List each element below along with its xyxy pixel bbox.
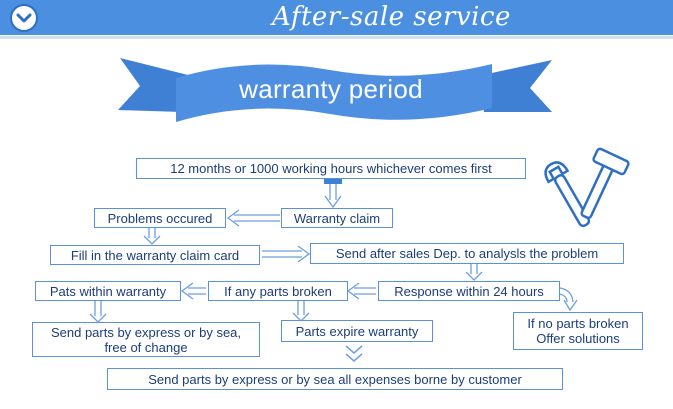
step-no-parts-broken: If no parts broken Offer solutions [513, 312, 643, 350]
ribbon-tail-left [118, 58, 188, 112]
step-no-parts-line2: Offer solutions [536, 331, 620, 346]
step-response-24h: Response within 24 hours [378, 281, 560, 301]
step-send-customer: Send parts by express or by sea all expe… [107, 368, 563, 390]
step-no-parts-line1: If no parts broken [527, 316, 629, 331]
step-if-parts-broken: If any parts broken [208, 281, 348, 301]
ribbon-tail-right [478, 60, 552, 112]
wrench-hammer-icon [544, 147, 630, 228]
step-send-free: Send parts by express or by sea, free of… [32, 322, 260, 357]
step-send-free-line2: free of change [104, 339, 188, 355]
step-problems-occured: Problems occured [94, 208, 226, 228]
step-warranty-claim: Warranty claim [281, 208, 393, 228]
step-fill-card: Fill in the warranty claim card [50, 245, 260, 265]
step-send-after-sales: Send after sales Dep. to analysls the pr… [310, 243, 624, 264]
step-pats-within-warranty: Pats within warranty [35, 281, 181, 301]
step-warranty-period: 12 months or 1000 working hours whicheve… [136, 158, 526, 179]
page-title: After-sale service [272, 2, 511, 32]
step-parts-expire: Parts expire warranty [281, 320, 433, 342]
check-chevron-icon [10, 4, 38, 32]
step-send-free-line1: Send parts by express or by sea, [50, 324, 242, 340]
ribbon-body [176, 64, 492, 122]
header-bar [0, 0, 673, 35]
header-divider [0, 36, 673, 39]
connector-block [324, 178, 342, 184]
banner-title: warranty period [239, 74, 423, 104]
